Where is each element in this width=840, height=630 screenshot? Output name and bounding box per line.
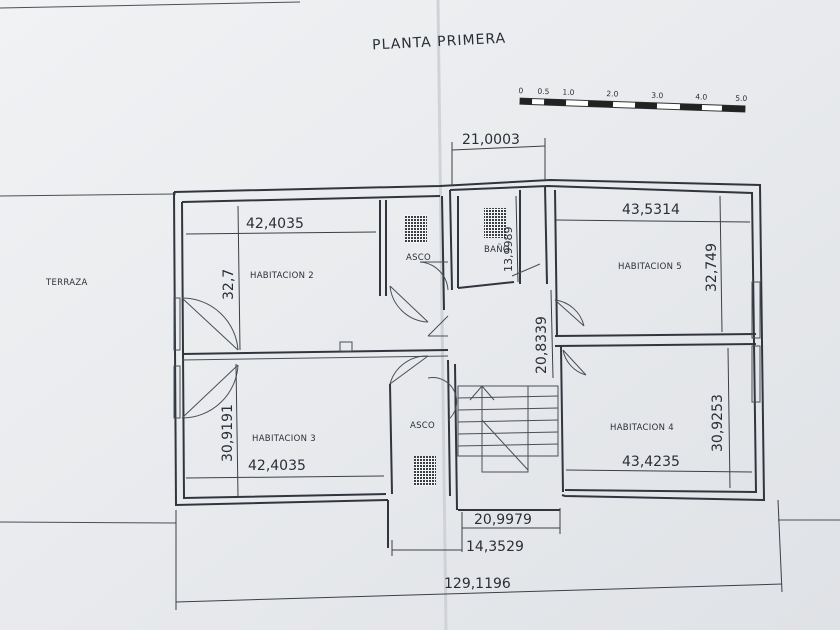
room-label-asco-bottom: ASCO xyxy=(410,421,435,431)
dim-top-width: 21,0003 xyxy=(462,132,520,148)
room-label-hab2: HABITACION 2 xyxy=(250,271,314,281)
dim-hab5-height: 32,749 xyxy=(704,243,720,292)
room-label-asco-top: ASCO xyxy=(406,253,431,263)
room-label-hab4: HABITACION 4 xyxy=(610,423,674,433)
dim-hab4-height: 30,9253 xyxy=(710,394,726,452)
room-label-hab3: HABITACION 3 xyxy=(252,434,316,444)
exterior-walls xyxy=(173,178,766,548)
interior-walls xyxy=(173,185,761,511)
scale-tick-label: 5.0 xyxy=(735,94,747,103)
dim-hab3-width: 42,4035 xyxy=(248,458,306,474)
plan-title: PLANTA PRIMERA xyxy=(372,31,507,54)
dim-hab2-width: 42,4035 xyxy=(246,216,304,232)
dim-hab2-height: 32,7 xyxy=(221,269,237,300)
dim-hab5-width: 43,5314 xyxy=(622,202,680,218)
dim-bano-height: 13,9989 xyxy=(502,227,515,273)
room-label-bano: BAÑO xyxy=(484,244,510,255)
dimension-lines xyxy=(175,138,783,610)
terrace-line-top xyxy=(0,193,177,197)
shower-tray-bano xyxy=(484,208,506,238)
terrace-line-bottom xyxy=(0,521,177,524)
scale-tick-label: 1.0 xyxy=(562,88,574,97)
sheet-border-top xyxy=(0,1,301,9)
scale-tick-label: 0.5 xyxy=(537,87,549,96)
dim-asco-width: 14,3529 xyxy=(466,539,524,555)
shower-tray-top-left xyxy=(405,215,427,243)
shower-tray-bottom xyxy=(414,456,436,486)
dim-hab3-height: 30,9191 xyxy=(220,404,236,462)
scale-tick-label: 3.0 xyxy=(651,91,663,100)
door-swings xyxy=(181,261,587,421)
dim-corridor: 20,8339 xyxy=(534,316,550,374)
scale-tick-label: 4.0 xyxy=(695,92,707,101)
scale-tick-label: 2.0 xyxy=(606,89,618,98)
dim-total-width: 129,1196 xyxy=(444,576,511,592)
dim-stair-width: 20,9979 xyxy=(474,512,532,528)
dim-hab4-width: 43,4235 xyxy=(622,454,680,470)
scale-tick-label: 0 xyxy=(518,86,523,95)
paper-fold xyxy=(436,0,448,630)
room-label-hab5: HABITACION 5 xyxy=(618,262,682,272)
stair-flight xyxy=(457,385,559,473)
room-label-terraza: TERRAZA xyxy=(45,278,88,288)
graphic-scale: 0 0.5 1.0 2.0 3.0 4.0 5.0 xyxy=(518,86,748,113)
